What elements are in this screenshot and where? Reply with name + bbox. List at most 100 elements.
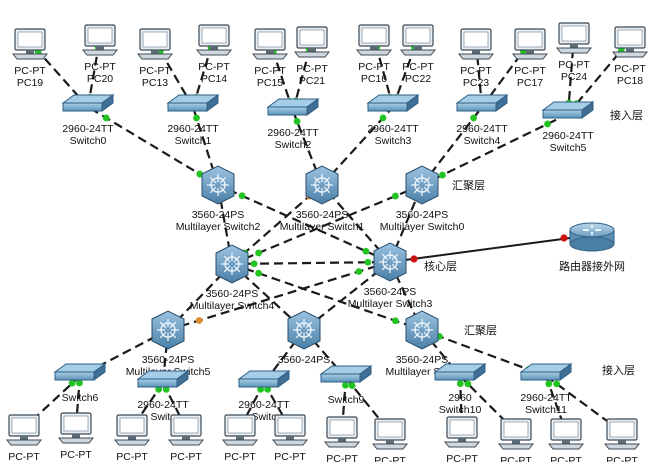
sw-label: Switch6 bbox=[62, 392, 99, 404]
arrow-icon bbox=[423, 331, 431, 339]
sw-label: Switch2 bbox=[275, 139, 312, 151]
arrow-icon bbox=[391, 263, 399, 271]
access-switch-sw9[interactable]: Switch9 bbox=[319, 365, 373, 406]
sw-label: Switch10 bbox=[439, 404, 482, 416]
link-status-dot bbox=[355, 268, 363, 275]
pc-pcb1[interactable]: PC-PT bbox=[5, 414, 43, 463]
link-status-dot bbox=[544, 120, 551, 128]
arrow-icon bbox=[391, 253, 399, 261]
pc-label: PC-PT bbox=[514, 65, 546, 77]
pc-label: PC-PT bbox=[460, 65, 492, 77]
link-ms3-ms5 bbox=[167, 260, 391, 332]
arrow-icon bbox=[423, 186, 431, 194]
arrow-icon bbox=[209, 176, 217, 184]
arrow-icon bbox=[413, 331, 421, 339]
arrow-icon bbox=[413, 186, 421, 194]
pc-label: PC-PT bbox=[550, 455, 582, 462]
arrow-icon bbox=[169, 321, 177, 329]
pc-label: PC23 bbox=[463, 77, 489, 89]
arrow-icon bbox=[233, 255, 241, 263]
pc-label: PC-PT bbox=[8, 451, 40, 462]
pc-pcb2[interactable]: PC-PT bbox=[57, 412, 95, 461]
pc-pcb5[interactable]: PC-PT bbox=[221, 414, 259, 463]
ms-label: Multilayer Switch0 bbox=[380, 221, 465, 233]
pc-pcb7[interactable]: PC-PT bbox=[323, 416, 361, 465]
sw-label: Switc bbox=[251, 411, 276, 423]
sw-label: 2960-24TT bbox=[238, 399, 290, 411]
sw-label: Switc bbox=[150, 411, 175, 423]
arrow-icon bbox=[381, 253, 389, 261]
pc-pcb12[interactable]: PC-PT bbox=[603, 418, 641, 467]
pc-pcb8[interactable]: PC-PT bbox=[371, 418, 409, 467]
arrow-icon bbox=[223, 255, 231, 263]
pc-label: PC-PT bbox=[224, 451, 256, 462]
pc-label: PC-PT bbox=[274, 451, 306, 462]
sw-label: 2960-24TT bbox=[62, 123, 114, 135]
link-status-dot bbox=[348, 382, 356, 389]
sw-label: 2960-24TT bbox=[520, 392, 572, 404]
pc-pcb3[interactable]: PC-PT bbox=[113, 414, 151, 463]
arrow-icon bbox=[295, 321, 303, 329]
link-status-dot bbox=[362, 247, 370, 255]
link-status-dot bbox=[464, 380, 472, 388]
link-status-dot bbox=[439, 171, 446, 179]
link-ms7-sw11 bbox=[421, 328, 547, 378]
router[interactable]: 路由器接外网 bbox=[559, 222, 625, 273]
pc-label: PC-PT bbox=[558, 59, 590, 71]
link-sw4-pc23 bbox=[474, 41, 484, 108]
pc-label: PC18 bbox=[617, 75, 643, 87]
link-status-dot bbox=[560, 234, 568, 242]
link-status-dot bbox=[553, 380, 561, 388]
arrow-icon bbox=[381, 263, 389, 271]
ms-label: 3560-24PS bbox=[396, 209, 449, 221]
sw-label: Switch3 bbox=[375, 135, 412, 147]
pc-pcb6[interactable]: PC-PT bbox=[271, 414, 309, 463]
link-status-dot bbox=[76, 379, 83, 387]
sw-label: Switch4 bbox=[464, 135, 501, 147]
access-switch-sw6[interactable]: Switch6 bbox=[53, 363, 107, 404]
sw-label: 2960-24TT bbox=[456, 123, 508, 135]
pc-label: PC22 bbox=[405, 73, 431, 85]
pc-label: PC-PT bbox=[374, 455, 406, 462]
pc-pcb10[interactable]: PC-PT bbox=[497, 418, 535, 467]
ms-label: Multilayer Switch2 bbox=[176, 221, 261, 233]
multilayer-switch-ms6[interactable]: 3560-24PS bbox=[278, 310, 331, 366]
pc-label: PC20 bbox=[87, 73, 113, 85]
pc-pcb11[interactable]: PC-PT bbox=[547, 418, 585, 467]
sw-label: Switch1 bbox=[175, 135, 212, 147]
pc-label: PC-PT bbox=[296, 63, 328, 75]
pc-pcb9[interactable]: PC-PT bbox=[443, 416, 481, 465]
link-ms6-sw8 bbox=[263, 329, 305, 384]
link-status-dot bbox=[545, 380, 553, 388]
pc-pcb4[interactable]: PC-PT bbox=[167, 414, 205, 463]
pc-label: PC19 bbox=[17, 77, 43, 89]
arrow-icon bbox=[209, 186, 217, 194]
